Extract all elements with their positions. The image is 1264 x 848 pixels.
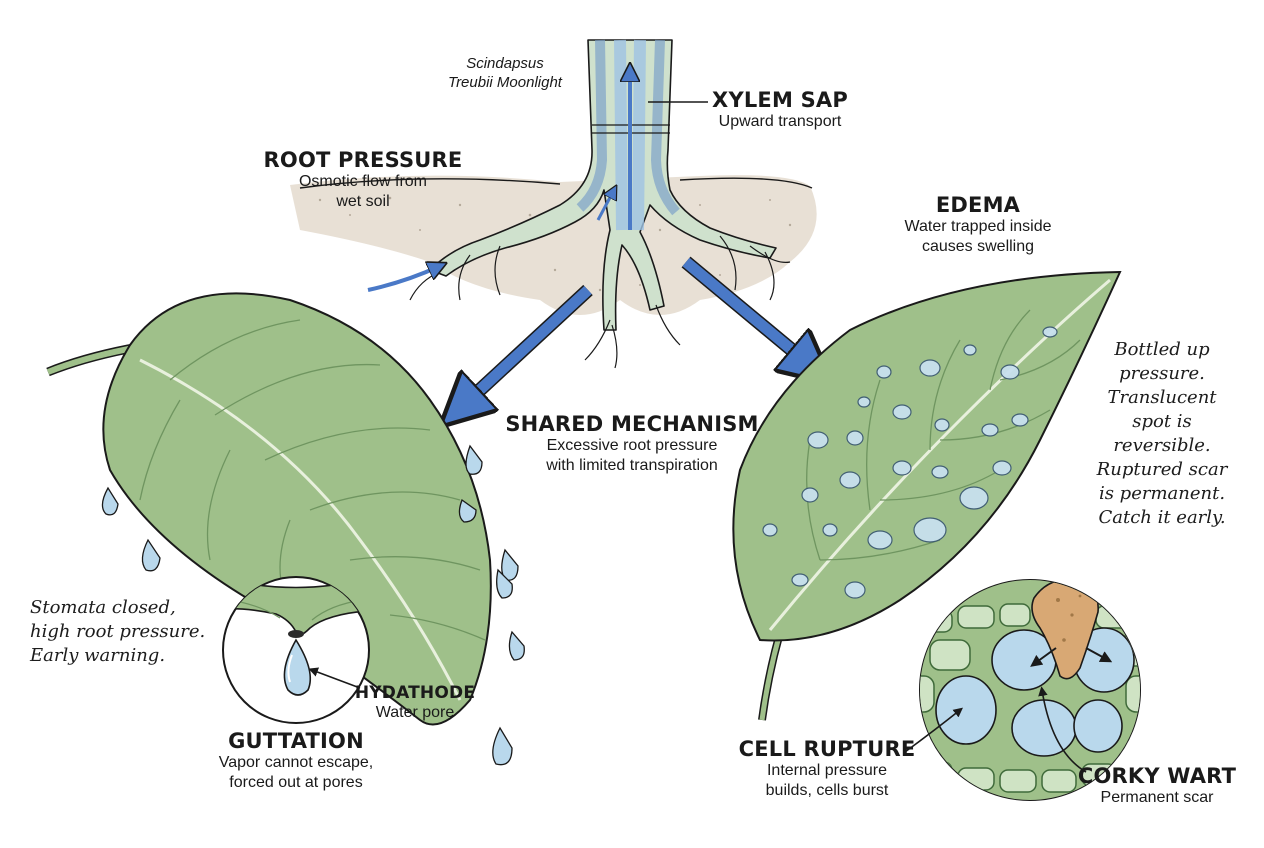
left-handwritten-note: Stomata closed, high root pressure. Earl… xyxy=(30,597,206,666)
species-name: Scindapsus Treubii Moonlight xyxy=(448,55,562,91)
edema-label: EDEMA Water trapped inside causes swelli… xyxy=(870,193,1086,257)
root-pressure-title: ROOT PRESSURE xyxy=(263,148,463,172)
edema-desc: Water trapped inside causes swelling xyxy=(904,218,1052,255)
cell-rupture-pointer xyxy=(904,707,963,753)
corky-wart-pointer xyxy=(1038,686,1087,773)
hydathode-desc: Water pore xyxy=(375,704,455,721)
xylem-sap-desc: Upward transport xyxy=(718,113,842,130)
shared-mechanism-title: SHARED MECHANISM xyxy=(505,412,759,436)
root-pressure-desc: Osmotic flow from wet soil xyxy=(298,173,427,210)
shared-mechanism-desc: Excessive root pressure with limited tra… xyxy=(546,437,718,474)
guttation-title: GUTTATION xyxy=(228,729,364,753)
cell-rupture-title: CELL RUPTURE xyxy=(738,737,916,761)
edema-title: EDEMA xyxy=(935,193,1021,217)
hydathode-pointer xyxy=(308,667,361,689)
xylem-sap-label: XYLEM SAP Upward transport xyxy=(670,88,890,132)
edema-blisters xyxy=(762,326,1058,599)
guttation-label: GUTTATION Vapor cannot escape, forced ou… xyxy=(196,729,396,793)
corky-wart-title: CORKY WART xyxy=(1077,764,1237,788)
cell-rupture-label: CELL RUPTURE Internal pressure builds, c… xyxy=(734,737,920,801)
right-handwritten-note: Bottled up pressure. Translucent spot is… xyxy=(1096,339,1228,528)
shared-mechanism-label: SHARED MECHANISM Excessive root pressure… xyxy=(500,412,764,476)
hydathode-label: HYDATHODE Water pore xyxy=(350,683,480,723)
guttation-desc: Vapor cannot escape, forced out at pores xyxy=(218,754,374,791)
stem-and-roots xyxy=(409,39,791,369)
edema-leaf xyxy=(732,270,1122,721)
corky-wart-label: CORKY WART Permanent scar xyxy=(1072,764,1242,808)
corky-wart-desc: Permanent scar xyxy=(1100,789,1214,806)
water-drop-icon xyxy=(101,444,525,766)
xylem-arrows xyxy=(596,70,630,230)
root-pressure-label: ROOT PRESSURE Osmotic flow from wet soil xyxy=(248,148,478,212)
root-pressure-arrow xyxy=(367,266,440,292)
xylem-sap-title: XYLEM SAP xyxy=(712,88,848,112)
guttation-leaf xyxy=(46,292,492,726)
hydathode-title: HYDATHODE xyxy=(354,683,476,703)
cell-rupture-desc: Internal pressure builds, cells burst xyxy=(765,762,889,799)
